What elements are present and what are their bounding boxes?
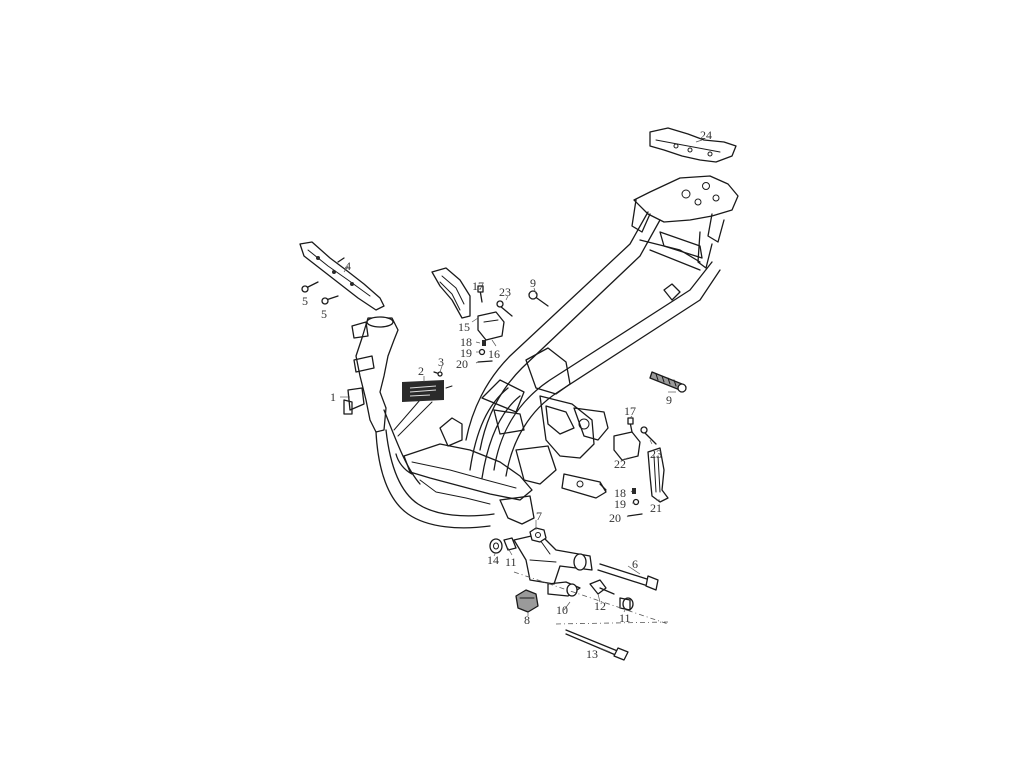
bracket-part-4 xyxy=(299,241,385,311)
callout-4: 4 xyxy=(345,259,351,273)
callout-1: 1 xyxy=(330,390,336,404)
washer-part-19a xyxy=(478,348,486,356)
callout-11b: 11 xyxy=(619,611,631,625)
bolt-part-6 xyxy=(597,563,659,591)
callout-6: 6 xyxy=(632,557,638,571)
bolt-part-23a xyxy=(496,300,513,317)
engine-hanger-part-10 xyxy=(513,533,593,597)
collar-part-11b xyxy=(619,597,634,611)
callout-10: 10 xyxy=(556,603,568,617)
cotter-pin-part-20b xyxy=(627,513,643,517)
rivet-part-3 xyxy=(433,371,443,377)
callout-13: 13 xyxy=(586,647,598,661)
callout-19a: 19 xyxy=(460,346,472,360)
callout-11a: 11 xyxy=(505,555,517,569)
callout-18a: 18 xyxy=(460,335,472,349)
callout-12: 12 xyxy=(594,599,606,613)
callout-5b: 5 xyxy=(321,307,327,321)
footrest-part-21 xyxy=(647,447,669,503)
callout-17b: 17 xyxy=(624,404,636,418)
bolt-part-13 xyxy=(565,629,629,661)
label-plate-part-2 xyxy=(402,380,453,402)
nut-part-14 xyxy=(489,538,503,554)
collar-part-11a xyxy=(503,537,517,551)
pin-part-17b xyxy=(627,417,634,433)
callout-7: 7 xyxy=(536,509,542,523)
bolt-part-5b xyxy=(321,295,339,305)
callout-18b: 18 xyxy=(614,486,626,500)
assembly-axis-line xyxy=(513,571,669,625)
callout-22: 22 xyxy=(614,457,626,471)
bolt-part-9b xyxy=(649,371,687,393)
bolt-part-23b xyxy=(640,426,657,445)
callout-15: 15 xyxy=(458,320,470,334)
pin-part-17a xyxy=(477,285,484,303)
bushing-part-12 xyxy=(589,579,615,595)
bolt-part-5a xyxy=(301,281,319,293)
callout-20b: 20 xyxy=(609,511,621,525)
nut-part-7 xyxy=(529,527,547,543)
spring-part-18a xyxy=(482,340,486,346)
bolt-part-9a xyxy=(528,290,549,307)
callout-24: 24 xyxy=(700,128,712,142)
footrest-part-15 xyxy=(431,267,471,319)
pivot-block-part-16 xyxy=(477,311,505,341)
callout-23b: 23 xyxy=(650,447,662,461)
callout-3: 3 xyxy=(438,355,444,369)
leader-lines xyxy=(340,139,703,653)
pivot-block-part-22 xyxy=(613,431,641,461)
nut-part-8 xyxy=(515,589,539,613)
callout-8: 8 xyxy=(524,613,530,627)
callout-21: 21 xyxy=(650,501,662,515)
callout-19b: 19 xyxy=(614,497,626,511)
rear-plate-part-24 xyxy=(649,127,737,163)
callout-20a: 20 xyxy=(456,357,468,371)
callout-17a: 17 xyxy=(472,279,484,293)
callout-23a: 23 xyxy=(499,285,511,299)
callout-9a: 9 xyxy=(530,276,536,290)
callout-5a: 5 xyxy=(302,294,308,308)
washer-part-19b xyxy=(632,498,640,506)
callout-16: 16 xyxy=(488,347,500,361)
callout-labels: 1 2 3 4 5 5 6 7 8 9 9 10 11 11 12 13 14 … xyxy=(302,128,712,661)
main-frame xyxy=(343,175,739,529)
callout-14: 14 xyxy=(487,553,499,567)
assembly-axis-line-2 xyxy=(555,621,669,625)
callout-9b: 9 xyxy=(666,393,672,407)
spring-part-18b xyxy=(632,488,636,494)
callout-2: 2 xyxy=(418,364,424,378)
cotter-pin-part-20a xyxy=(477,360,493,363)
